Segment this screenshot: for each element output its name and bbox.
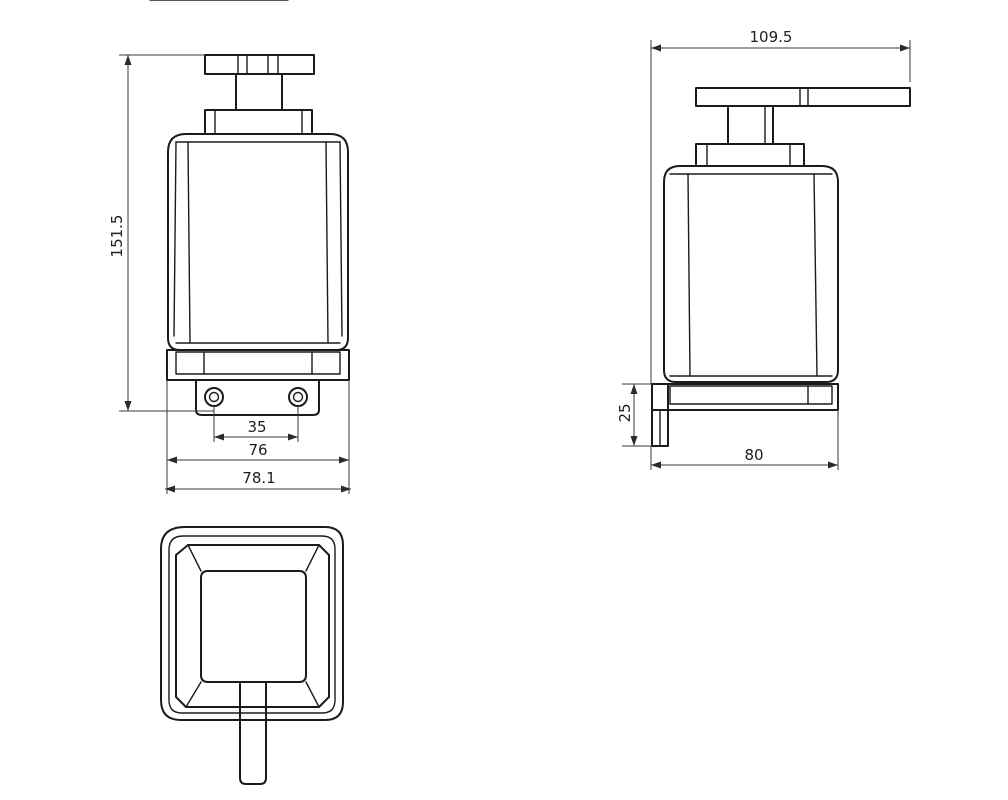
front-pump-stem [235, 73, 283, 111]
side-handle-bar [695, 87, 911, 107]
front-mount-plate [195, 379, 320, 416]
top-view [160, 526, 344, 785]
dim-hole-spacing: 35 [247, 418, 266, 436]
top-bottle-base [200, 570, 307, 683]
dim-mount-height: 25 [616, 403, 634, 422]
front-holder [166, 349, 350, 416]
side-pump-collar [695, 143, 805, 167]
side-bottle-outline [663, 165, 839, 383]
dim-base-width: 76 [248, 441, 267, 459]
front-view [166, 54, 350, 416]
side-dimensions: 109.5 25 80 [616, 28, 911, 470]
front-dimensions: 151.5 35 76 78.1 [108, 54, 351, 494]
side-pump-head [695, 87, 911, 167]
top-outer-outline [160, 526, 344, 721]
front-handle-bar [204, 54, 315, 75]
dim-overall-width: 78.1 [242, 469, 275, 487]
dim-front-height: 151.5 [108, 215, 126, 258]
top-spout [239, 681, 267, 785]
dim-side-base-depth: 80 [744, 446, 763, 464]
side-holder-frame [651, 383, 839, 411]
front-pump-collar [204, 109, 313, 135]
side-view [651, 87, 911, 447]
front-holder-frame [166, 349, 350, 381]
front-bottle [167, 133, 349, 351]
side-pump-stem [727, 105, 774, 145]
dim-side-overall-depth: 109.5 [750, 28, 793, 46]
front-mount-hole-right [288, 387, 308, 407]
side-holder [651, 383, 839, 447]
front-pump-head [204, 54, 315, 135]
front-mount-hole-left [204, 387, 224, 407]
front-bottle-outline [167, 133, 349, 351]
side-bottle [663, 165, 839, 383]
